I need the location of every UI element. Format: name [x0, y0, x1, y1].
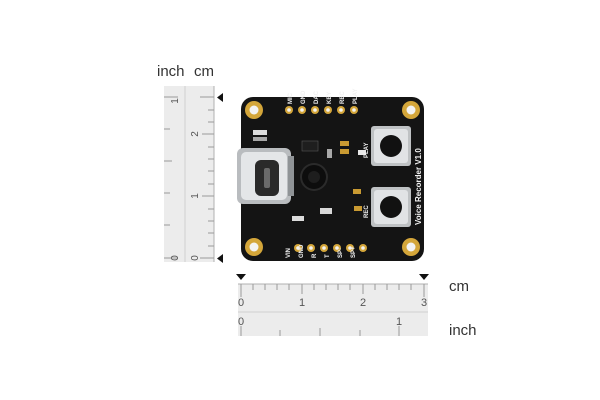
top-header-pads [285, 106, 358, 114]
horizontal-inch-tick-0: 0 [238, 316, 244, 328]
vertical-ruler-bottom-marker [217, 254, 223, 263]
vertical-inch-ticks [164, 96, 178, 259]
ruler-unit-cm-horizontal: cm [449, 278, 469, 295]
pin-label-gnd-bottom: GND [299, 244, 305, 258]
horizontal-ruler: 0 1 2 3 0 1 [236, 274, 429, 336]
bottom-header-pads [294, 244, 367, 252]
horizontal-cm-tick-2: 2 [360, 297, 366, 309]
pcb-board: MIC GND DAC KEY REC PLAY VIN GND R [237, 89, 424, 261]
pin-label-key: KEY [327, 92, 333, 104]
pin-label-dac: DAC [314, 90, 320, 104]
horizontal-cm-ticks [240, 284, 425, 297]
horizontal-ruler-left-marker [236, 274, 246, 280]
vertical-inch-tick-0: 0 [170, 255, 181, 261]
ruler-unit-cm-vertical: cm [194, 63, 214, 80]
pin-label-sp-minus: SP- [338, 248, 344, 258]
vertical-cm-ticks [200, 96, 214, 259]
button-label-play: PLAY [364, 143, 370, 158]
vertical-ruler: 1 0 2 1 0 [164, 86, 223, 263]
mounting-hole-top-left [245, 101, 263, 119]
ruler-unit-inch-horizontal: inch [449, 322, 477, 339]
vertical-ruler-top-marker [217, 93, 223, 102]
horizontal-cm-tick-3: 3 [421, 297, 427, 309]
pin-label-sp-plus: SP+ [351, 246, 357, 258]
usb-c-connector [237, 148, 294, 204]
pin-label-vin: VIN [286, 248, 292, 258]
microphone-capsule [300, 163, 328, 191]
mounting-hole-top-right [402, 101, 420, 119]
vertical-cm-tick-2: 2 [190, 131, 201, 137]
horizontal-ruler-body [238, 284, 428, 336]
rec-tactile-button [371, 187, 411, 227]
horizontal-inch-ticks [240, 326, 400, 336]
vertical-cm-tick-0: 0 [190, 255, 201, 261]
pin-label-mic: MIC [288, 92, 294, 104]
ruler-unit-inch-vertical: inch [157, 63, 185, 80]
pin-label-gnd-top: GND [301, 90, 307, 104]
pin-label-r: R [312, 253, 318, 258]
horizontal-cm-tick-1: 1 [299, 297, 305, 309]
horizontal-cm-tick-0: 0 [238, 297, 244, 309]
horizontal-ruler-right-marker [419, 274, 429, 280]
vertical-cm-tick-1: 1 [190, 193, 201, 199]
top-pin-labels: MIC GND DAC KEY REC PLAY [288, 89, 359, 104]
button-label-rec: REC [364, 205, 370, 218]
pin-label-rec: REC [340, 91, 346, 104]
smd-components [253, 130, 366, 221]
bottom-pin-labels: VIN GND R T SP- SP+ [286, 244, 357, 258]
pin-label-play: PLAY [353, 89, 359, 104]
play-tactile-button [371, 126, 411, 166]
vertical-ruler-body [164, 86, 214, 262]
mounting-hole-bottom-left [245, 238, 263, 256]
vertical-inch-tick-1: 1 [170, 98, 181, 104]
board-name-label: Voice Recorder V1.0 [414, 148, 423, 225]
horizontal-inch-tick-1: 1 [396, 316, 402, 328]
pin-label-t: T [325, 254, 331, 258]
mounting-hole-bottom-right [402, 238, 420, 256]
